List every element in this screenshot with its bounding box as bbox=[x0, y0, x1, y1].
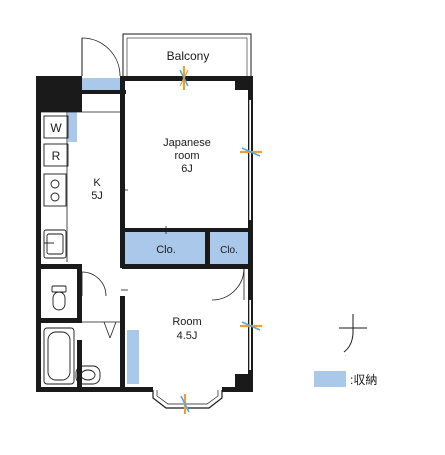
wash-basin bbox=[75, 365, 101, 385]
wall-bath-top bbox=[38, 318, 82, 323]
toilet-door-swing bbox=[81, 271, 107, 297]
vent-bay-window bbox=[180, 394, 190, 414]
bay-window-outer bbox=[152, 390, 223, 409]
storage-washer-strip bbox=[68, 112, 77, 142]
room-size: 4.5J bbox=[177, 330, 198, 342]
storage-entrance bbox=[82, 78, 122, 90]
closet-label: Clo. bbox=[156, 244, 176, 256]
entrance-door-swing bbox=[81, 37, 121, 77]
bay-window bbox=[152, 390, 223, 409]
storage-areas bbox=[68, 78, 248, 384]
wall-closet-divider bbox=[205, 230, 210, 266]
storage-closet-small bbox=[210, 232, 248, 264]
bay-window-inner bbox=[156, 390, 219, 405]
wall-entrance-block bbox=[36, 76, 82, 112]
wall-top-entrance bbox=[76, 90, 126, 94]
room-doors bbox=[81, 267, 245, 339]
wall-column-bottom-right bbox=[235, 374, 251, 390]
toilet-bowl bbox=[52, 291, 66, 311]
wall-top bbox=[120, 76, 253, 81]
balcony-label: Balcony bbox=[167, 49, 210, 63]
legend-storage-swatch bbox=[314, 371, 346, 387]
legend-storage-label: :収納 bbox=[350, 373, 377, 387]
bathtub bbox=[43, 327, 75, 385]
storage-room-strip bbox=[127, 330, 139, 384]
kitchen-sink-basin bbox=[46, 233, 64, 255]
wall-toilet-top bbox=[38, 264, 80, 269]
wall-left bbox=[36, 76, 41, 392]
entrance-door bbox=[81, 37, 121, 77]
kitchen-label: K bbox=[93, 177, 101, 189]
wall-bath-right bbox=[77, 340, 82, 390]
storage-closet-main bbox=[125, 232, 205, 264]
closet-small-label: Clo. bbox=[220, 245, 238, 256]
north-symbol-text: ナ bbox=[345, 354, 346, 357]
room-closet-door-swing bbox=[211, 267, 245, 301]
legend: :収納 bbox=[314, 371, 377, 387]
wall-center-vertical-bottom bbox=[120, 296, 125, 390]
vent-markers bbox=[179, 66, 262, 414]
toilet-tank bbox=[51, 285, 67, 293]
japanese-room-size: 6J bbox=[181, 163, 193, 175]
bath-door-a bbox=[103, 321, 111, 339]
bath-door-b bbox=[109, 321, 117, 339]
vent-japanese-room bbox=[240, 147, 262, 157]
wall-bottom-left bbox=[36, 387, 153, 392]
vent-room bbox=[240, 321, 262, 331]
wall-column-top-right bbox=[235, 78, 251, 90]
stove-burner-top bbox=[50, 179, 60, 189]
room-label: Room bbox=[172, 316, 201, 328]
washer-label: W bbox=[50, 121, 62, 135]
fridge-label: R bbox=[52, 149, 61, 163]
wall-toilet-right bbox=[77, 264, 82, 322]
bathroom-fixtures bbox=[43, 285, 101, 385]
north-symbol-icon bbox=[339, 314, 367, 353]
wall-closet-top bbox=[122, 228, 250, 232]
bathtub-inner bbox=[47, 331, 71, 381]
walls bbox=[36, 76, 253, 392]
wall-closet-bottom bbox=[122, 264, 250, 269]
wall-right bbox=[248, 76, 253, 392]
japanese-room-label-2: room bbox=[174, 150, 199, 162]
stove-burner-bottom bbox=[50, 192, 60, 202]
washer-box bbox=[43, 115, 69, 139]
kitchen-size: 5J bbox=[91, 190, 103, 202]
kitchen-fixtures bbox=[43, 115, 69, 259]
kitchen-sink bbox=[43, 229, 67, 259]
fridge-box bbox=[43, 143, 69, 167]
wash-basin-bowl bbox=[80, 369, 96, 381]
vent-balcony bbox=[179, 66, 189, 90]
stove bbox=[43, 173, 67, 207]
partitions bbox=[41, 111, 167, 323]
japanese-room-label-1: Japanese bbox=[163, 137, 211, 149]
wall-center-vertical-top bbox=[120, 78, 125, 268]
